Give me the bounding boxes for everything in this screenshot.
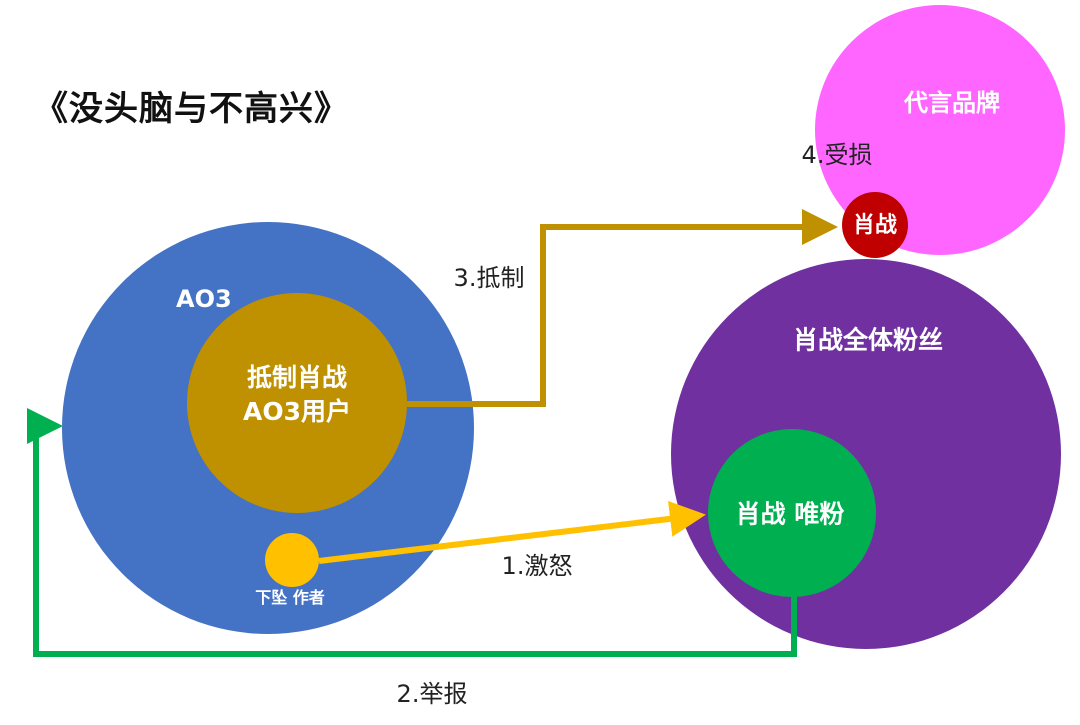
boycott-arrow-label: 3.抵制 bbox=[453, 264, 525, 292]
report-arrow bbox=[27, 408, 797, 657]
boycott-users-line1: 抵制肖战 bbox=[246, 363, 347, 392]
ao3-label: AO3 bbox=[176, 285, 232, 313]
fallen-author-label: 下坠 作者 bbox=[255, 588, 325, 607]
report-arrow-label: 2.举报 bbox=[396, 680, 468, 708]
boycott-users-circle bbox=[187, 293, 407, 513]
solo-fans-label: 肖战 唯粉 bbox=[735, 499, 845, 529]
damaged-label: 4.受损 bbox=[801, 141, 873, 169]
xiaozhan-label: 肖战 bbox=[852, 213, 898, 238]
all-fans-circle bbox=[671, 259, 1061, 649]
boycott-users-line2: AO3用户 bbox=[243, 397, 351, 426]
xiaozhan-circle bbox=[842, 192, 908, 258]
brand-label: 代言品牌 bbox=[904, 89, 1000, 117]
boycott-users-label: 抵制肖战 AO3用户 bbox=[243, 361, 351, 429]
anger-arrow-label: 1.激怒 bbox=[501, 552, 573, 580]
boycott-arrow bbox=[407, 209, 838, 407]
all-fans-label: 肖战全体粉丝 bbox=[792, 325, 944, 355]
solo-fans-circle bbox=[708, 429, 876, 597]
anger-arrow bbox=[318, 500, 706, 564]
fallen-author-circle bbox=[265, 533, 319, 587]
page-title: 《没头脑与不高兴》 bbox=[34, 89, 349, 129]
